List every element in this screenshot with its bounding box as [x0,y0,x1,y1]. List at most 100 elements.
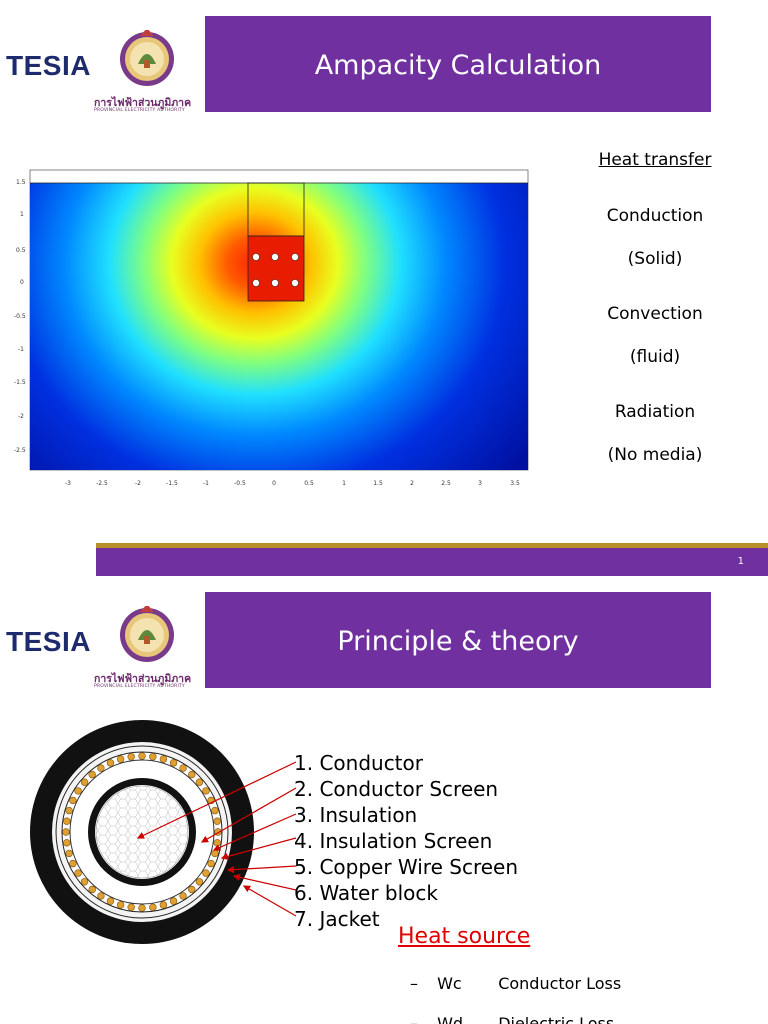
copper-wire [211,806,219,815]
slide-principle-theory: TESIA การไฟฟ้าส่วนภูมิภาค PROVINCIAL ELE… [0,576,768,1024]
heat-source-header: Heat source [398,924,531,949]
y-tick: -0.5 [14,313,26,320]
tesia-pea-logo: TESIA การไฟฟ้าส่วนภูมิภาค PROVINCIAL ELE… [6,22,196,122]
copper-wire [159,755,168,763]
loss-symbol: Wc [437,974,462,993]
copper-wire [213,817,221,825]
loss-label: Dielectric Loss [498,1014,615,1024]
copper-wire [106,759,115,767]
loss-label: Conductor Loss [498,974,622,993]
layer-item: 4. Insulation Screen [294,829,493,853]
copper-wire [202,869,210,877]
slide-title: Principle & theory [337,626,579,657]
copper-wire [195,778,204,786]
copper-wire [149,753,157,761]
title-bar: Principle & theory [205,592,711,688]
slide-title: Ampacity Calculation [314,50,602,81]
copper-wire [202,787,210,795]
copper-wire [97,892,105,900]
heat-transfer-item: Radiation [614,402,696,422]
copper-wire [69,796,77,805]
layer-item: 1. Conductor [294,751,423,775]
x-tick: -0.5 [234,480,246,487]
copper-wire [88,770,96,779]
x-tick: -1.5 [166,480,178,487]
heat-transfer-item: Convection [607,304,703,324]
copper-wire [97,764,105,772]
y-tick: 1 [20,211,24,218]
heat-source-item: – Wc Conductor Loss [410,974,621,993]
x-tick: 1 [342,480,346,487]
pea-seal-icon [120,606,174,662]
copper-wire [159,901,168,909]
copper-wire [179,892,187,900]
x-tick: 3.5 [510,480,520,487]
heat-transfer-item: Conduction [606,206,704,226]
layer-item: 7. Jacket [294,907,380,931]
copper-wire [65,806,73,815]
copper-wire [195,878,204,886]
copper-wire [127,753,135,761]
x-axis-ticks: -3 -2.5 -2 -1.5 -1 -0.5 0 0.5 1 1.5 2 2.… [65,480,520,487]
x-tick: -1 [203,480,209,487]
copper-wire [169,897,178,905]
layer-pointer-arrows [136,761,297,917]
x-tick: 0.5 [304,480,314,487]
x-tick: -2.5 [96,480,108,487]
copper-wire [207,859,215,868]
copper-wire [65,849,73,858]
heat-transfer-item: (Solid) [627,249,683,269]
copper-wire [63,839,71,847]
x-tick: 3 [478,480,482,487]
logo-english-text: PROVINCIAL ELECTRICITY AUTHORITY [94,684,185,689]
copper-wire [188,770,196,779]
copper-wire [62,828,70,836]
logo-thai-text: การไฟฟ้าส่วนภูมิภาค [94,97,192,109]
cable-layer-list: 1. Conductor 2. Conductor Screen 3. Insu… [294,750,518,932]
heat-transfer-header: Heat transfer [598,150,712,170]
logo-english-text: PROVINCIAL ELECTRICITY AUTHORITY [94,108,185,113]
copper-wire [127,903,135,911]
x-tick: 2 [410,480,414,487]
pea-seal-icon [120,30,174,86]
x-tick: 1.5 [373,480,383,487]
logo-text: TESIA [6,50,91,81]
footer-bar: 1 [96,548,768,576]
y-tick: -1 [18,346,24,353]
x-tick: -2 [135,480,141,487]
logo-text: TESIA [6,626,91,657]
cable-cross-section [30,720,254,944]
page-number: 1 [737,556,744,567]
x-tick: 2.5 [441,480,451,487]
list-dash: – [410,1014,418,1024]
y-tick: 1.5 [16,179,26,186]
copper-wire [69,859,77,868]
y-tick: -1.5 [14,379,26,386]
heat-transfer-item: (fluid) [629,347,681,367]
y-tick: -2.5 [14,447,26,454]
copper-wire [63,817,71,825]
copper-wire [74,787,82,795]
y-tick: 0 [20,279,24,286]
layer-item: 2. Conductor Screen [294,777,499,801]
y-tick: -2 [18,413,24,420]
copper-wire [106,897,115,905]
heat-transfer-item: (No media) [607,445,703,465]
copper-wire [188,885,196,894]
title-bar: Ampacity Calculation [205,16,711,112]
copper-wire [138,904,146,912]
y-tick: 0.5 [16,247,26,254]
copper-wire [116,901,125,909]
copper-wire [138,752,146,760]
tesia-pea-logo: TESIA การไฟฟ้าส่วนภูมิภาค PROVINCIAL ELE… [6,598,196,698]
x-tick: -3 [65,480,71,487]
layer-item: 3. Insulation [294,803,418,827]
slide-ampacity-calculation: TESIA การไฟฟ้าส่วนภูมิภาค PROVINCIAL ELE… [6,16,768,576]
heat-source-item: – Wd Dielectric Loss [410,1014,614,1024]
logo-thai-text: การไฟฟ้าส่วนภูมิภาค [94,673,192,685]
y-axis-ticks: 1.5 1 0.5 0 -0.5 -1 -1.5 -2 -2.5 [14,179,26,454]
copper-wire [74,869,82,877]
copper-wire [149,903,157,911]
copper-wire [88,885,96,894]
copper-wire [80,778,89,786]
